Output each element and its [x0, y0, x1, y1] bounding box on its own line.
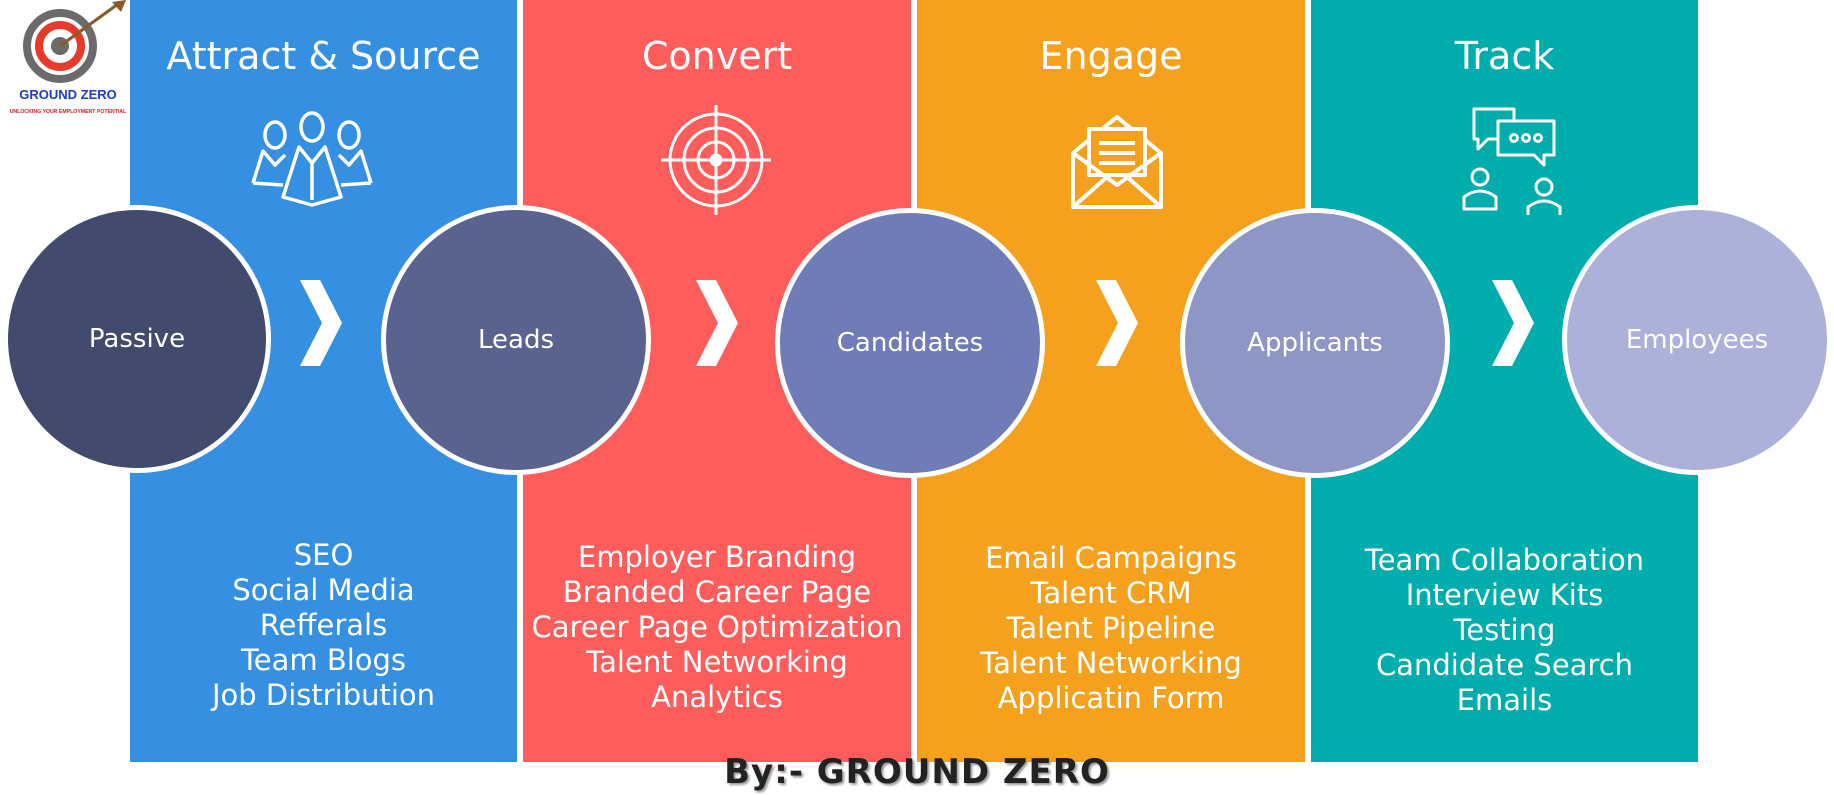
list-item: Refferals	[259, 608, 388, 642]
list-item: Branded Career Page	[562, 575, 872, 609]
stage-items: Email Campaigns Talent CRM Talent Pipeli…	[917, 541, 1305, 716]
list-item: Applicatin Form	[997, 681, 1225, 715]
people-group-icon	[247, 105, 377, 215]
list-item: Email Campaigns	[984, 541, 1238, 575]
funnel-stage-applicants: Applicants	[1180, 208, 1450, 478]
ground-zero-logo: GROUND ZERO UNLOCKING YOUR EMPLOYMENT PO…	[8, 0, 128, 118]
stage-title: Attract & Source	[166, 34, 481, 78]
list-item: Talent CRM	[1030, 576, 1192, 610]
list-item: Analytics	[651, 680, 783, 714]
funnel-stage-candidates: Candidates	[775, 208, 1045, 478]
list-item: Talent Pipeline	[1006, 611, 1216, 645]
list-item: Social Media	[232, 573, 415, 607]
funnel-stage-leads: Leads	[381, 205, 651, 475]
stage-title: Track	[1454, 34, 1555, 78]
list-item: SEO	[293, 538, 354, 572]
list-item: Emails	[1456, 683, 1553, 717]
list-item: Employer Branding	[577, 540, 857, 574]
stage-items: Team Collaboration Interview Kits Testin…	[1311, 543, 1698, 718]
list-item: Career Page Optimization	[531, 610, 903, 644]
chevron-right-icon	[1092, 278, 1142, 368]
stage-items: SEO Social Media Refferals Team Blogs Jo…	[130, 538, 517, 713]
list-item: Talent Networking	[980, 646, 1242, 680]
chat-people-icon	[1458, 105, 1588, 217]
list-item: Talent Networking	[586, 645, 848, 679]
list-item: Team Blogs	[240, 643, 407, 677]
envelope-icon	[1067, 105, 1197, 215]
funnel-stage-passive: Passive	[3, 205, 271, 473]
chevron-right-icon	[296, 278, 346, 368]
logo-tagline: UNLOCKING YOUR EMPLOYMENT POTENTIAL	[10, 109, 127, 115]
logo-name: GROUND ZERO	[19, 87, 117, 102]
list-item: Testing	[1453, 613, 1556, 647]
chevron-right-icon	[1488, 278, 1538, 368]
list-item: Candidate Search	[1375, 648, 1634, 682]
funnel-stage-employees: Employees	[1562, 205, 1832, 475]
list-item: Job Distribution	[211, 678, 436, 712]
stage-items: Employer Branding Branded Career Page Ca…	[523, 540, 911, 715]
target-icon	[661, 105, 791, 215]
stage-title: Convert	[641, 34, 793, 78]
stage-title: Engage	[1039, 34, 1183, 78]
list-item: Interview Kits	[1405, 578, 1604, 612]
chevron-right-icon	[692, 278, 742, 368]
author-credit: By:- GROUND ZERO	[724, 752, 1110, 792]
list-item: Team Collaboration	[1364, 543, 1645, 577]
